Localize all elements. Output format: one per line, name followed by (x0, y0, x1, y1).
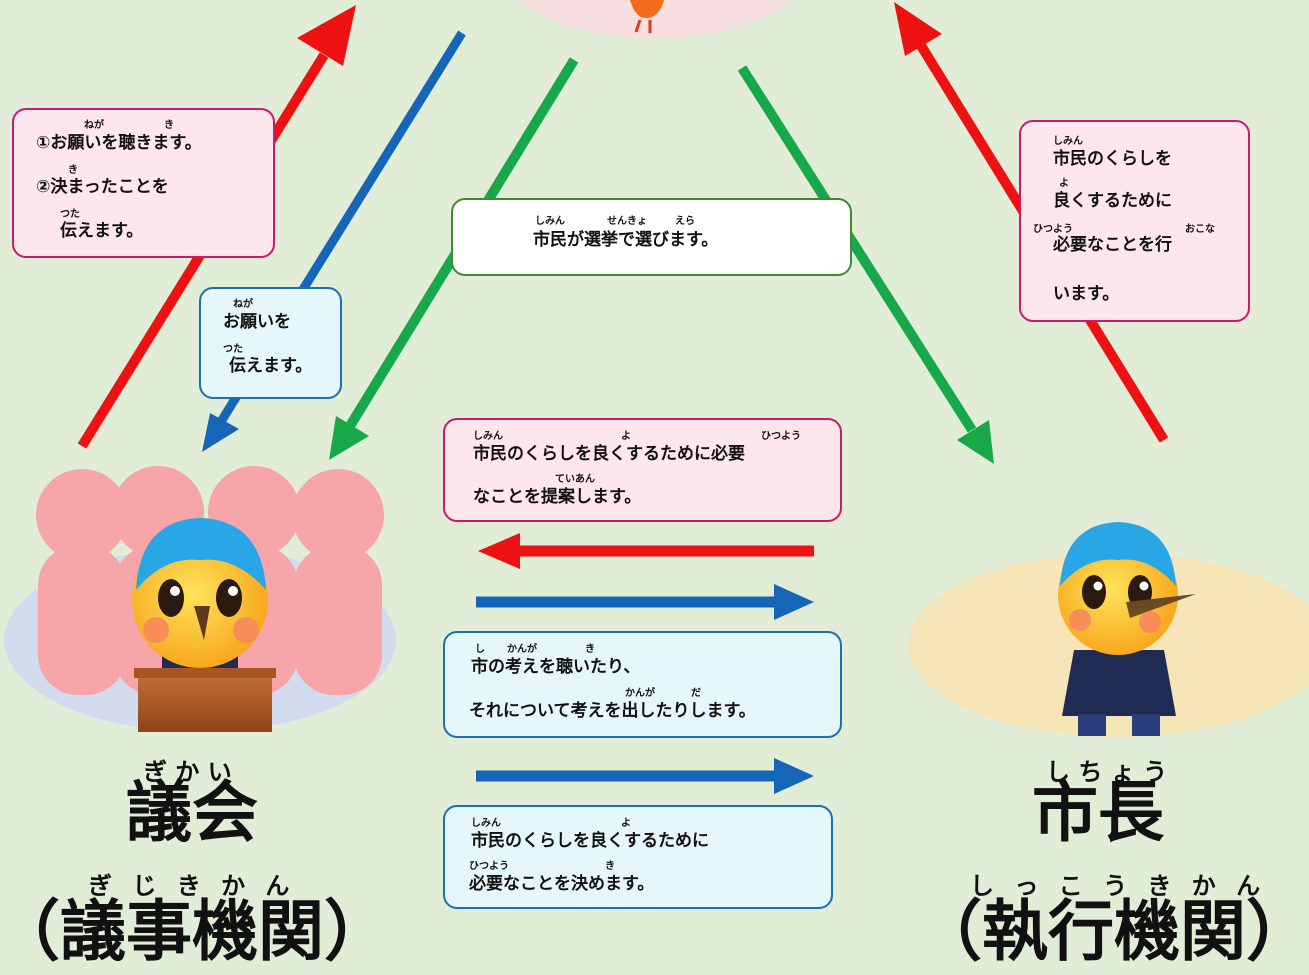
decide-line1: 市民のくらしを良くするために (471, 831, 709, 851)
mayor-title: 市長 (1032, 774, 1164, 851)
box-hear-opinion: し かんが き 市の考えを聴いたり、 かんが だ それについて考えを出したりしま… (443, 631, 842, 738)
ruby-hitsuyou: ひつよう (1033, 224, 1073, 235)
ruby-tsuta-2: つた (223, 344, 243, 355)
ruby-ki-2: き (68, 165, 78, 176)
ruby-yo-3: よ (621, 818, 631, 829)
arrow-assembly-to-mayor-1 (476, 584, 814, 620)
box-assembly-role: ねが き ①お願いを聴きます。 き ②決まったことを つた 伝えます。 (12, 108, 275, 258)
ruby-shimin-4: しみん (471, 818, 501, 829)
box-mayor-role: しみん 市民のくらしを よ 良くするために ひつよう おこな 必要なことを行 い… (1019, 120, 1250, 322)
mayor-role-line2: 良くするために (1053, 191, 1172, 211)
decide-line2: 必要なことを決めます。 (469, 874, 655, 894)
podium (138, 668, 272, 732)
ruby-shimin: しみん (535, 216, 565, 227)
assembly-role-line1: ①お願いを聴きます。 (36, 133, 202, 153)
ruby-era: えら (675, 216, 695, 227)
ruby-senkyo: せんきょ (607, 216, 647, 227)
box-election: しみん せんきょ えら 市民が選挙で選びます。 (451, 198, 852, 276)
ruby-yo: よ (1059, 178, 1069, 189)
mayor-role-line1: 市民のくらしを (1053, 149, 1172, 169)
assembly-role-line3: 伝えます。 (60, 221, 144, 241)
citizens-node (517, 0, 793, 38)
request-line2: 伝えます。 (229, 356, 313, 376)
election-text: 市民が選挙で選びます。 (533, 230, 719, 250)
assembly-illustration (4, 466, 396, 732)
hear-opinion-line1: 市の考えを聴いたり、 (471, 657, 641, 677)
mayor-subtitle-ruby: し っ こ う き か ん (970, 872, 1267, 900)
assembly-title-ruby: ぎ か い (143, 758, 232, 786)
mayor-title-ruby: し ち ょ う (1046, 758, 1168, 786)
ruby-shimin-2: しみん (1053, 136, 1083, 147)
assembly-role-line2: ②決まったことを (36, 177, 169, 197)
ruby-okona: おこな (1185, 224, 1215, 235)
mayor-subtitle: （執行機関） (916, 893, 1309, 970)
assembly-subtitle-ruby: ぎ じ き か ん (88, 872, 296, 900)
ruby-ki-3: き (585, 644, 595, 655)
arrow-mayor-to-assembly (478, 533, 814, 569)
mayor-illustration (908, 522, 1309, 737)
mayor-role-line4: います。 (1053, 284, 1120, 304)
ruby-shimin-3: しみん (473, 431, 503, 442)
ruby-hitsuyou-2: ひつよう (761, 431, 801, 442)
mascot-mayor (1058, 522, 1196, 736)
ruby-negai: ねが (84, 120, 104, 131)
ruby-ki: き (164, 120, 174, 131)
box-assembly-request: ねが お願いを つた 伝えます。 (199, 287, 342, 399)
ruby-yo-2: よ (621, 431, 631, 442)
box-proposal: しみん よ ひつよう 市民のくらしを良くするために必要 ていあん なことを提案し… (443, 418, 842, 522)
ruby-hitsuyou-3: ひつよう (469, 861, 509, 872)
ruby-da: だ (691, 688, 701, 699)
ruby-kanga-2: かんが (625, 688, 655, 699)
proposal-line2: なことを提案します。 (473, 487, 642, 507)
assembly-title: 議会 (126, 774, 258, 851)
request-line1: お願いを (223, 312, 291, 332)
arrow-assembly-to-mayor-2 (476, 758, 814, 794)
assembly-subtitle: （議事機関） (0, 893, 390, 970)
ruby-teian: ていあん (555, 474, 595, 485)
ruby-shi: し (475, 644, 485, 655)
box-decide: しみん よ 市民のくらしを良くするために ひつよう き 必要なことを決めます。 (443, 805, 833, 909)
arrow-election-to-mayor (737, 65, 994, 464)
hear-opinion-line2: それについて考えを出したりします。 (469, 701, 756, 721)
ruby-tsuta: つた (60, 209, 80, 220)
proposal-line1: 市民のくらしを良くするために必要 (473, 444, 745, 464)
ruby-negai-2: ねが (233, 299, 253, 310)
ruby-ki-4: き (605, 861, 615, 872)
ruby-kanga: かんが (507, 644, 537, 655)
mayor-role-line3: 必要なことを行 (1053, 235, 1172, 255)
